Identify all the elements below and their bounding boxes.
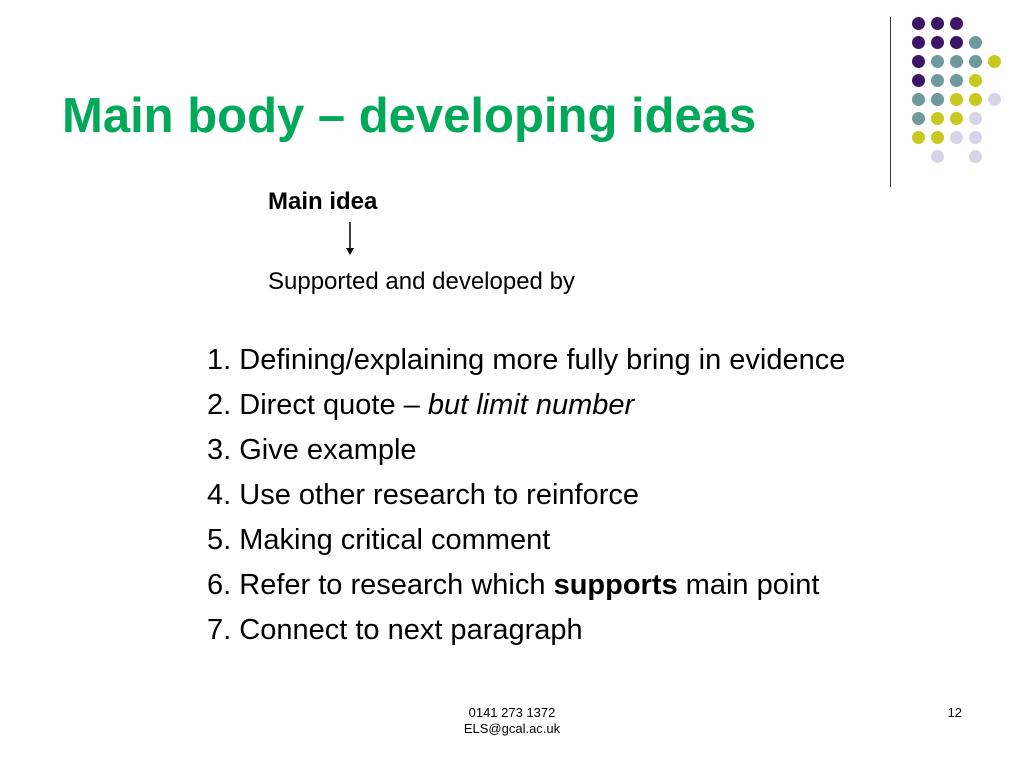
decorative-dot — [949, 111, 963, 125]
decorative-dot — [930, 130, 944, 144]
list-item: 6. Refer to research which supports main… — [207, 565, 845, 610]
list-number: 7. — [207, 614, 232, 646]
list-text: Refer to research which — [239, 569, 554, 601]
decorative-dot — [949, 54, 963, 68]
list-item: 3. Give example — [207, 430, 845, 475]
list-text: Direct quote – — [239, 389, 428, 421]
decorative-dot — [949, 130, 963, 144]
decorative-dot — [930, 92, 944, 106]
decorative-dot — [968, 92, 982, 106]
decorative-dot — [930, 35, 944, 49]
list-text: Making critical comment — [239, 524, 551, 556]
list-item: 7. Connect to next paragraph — [207, 610, 845, 655]
decorative-dot — [930, 111, 944, 125]
decorative-dot — [987, 92, 1001, 106]
decorative-dot — [968, 149, 982, 163]
list-number: 5. — [207, 524, 232, 556]
decorative-dot — [930, 73, 944, 87]
decorative-divider — [890, 17, 891, 187]
supported-by-label: Supported and developed by — [268, 268, 575, 295]
decorative-dot — [968, 73, 982, 87]
list-number: 1. — [207, 344, 232, 376]
decorative-dot — [968, 130, 982, 144]
decorative-dot — [911, 16, 925, 30]
decorative-dot — [930, 149, 944, 163]
list-text: Give example — [239, 434, 417, 466]
list-text-bold: supports — [553, 569, 678, 601]
list-number: 2. — [207, 389, 232, 421]
decorative-dot — [949, 92, 963, 106]
list-text-italic: but limit number — [427, 389, 635, 421]
decorative-dot — [911, 73, 925, 87]
list-item: 4. Use other research to reinforce — [207, 475, 845, 520]
list-number: 4. — [207, 479, 232, 511]
decorative-dot — [930, 54, 944, 68]
decorative-dot — [911, 35, 925, 49]
decorative-dot — [911, 54, 925, 68]
decorative-dot — [968, 35, 982, 49]
decorative-dot — [930, 16, 944, 30]
list-text: Use other research to reinforce — [239, 479, 639, 511]
list-text: Defining/explaining more fully bring in … — [239, 344, 846, 376]
list-number: 6. — [207, 569, 232, 601]
decorative-dot — [968, 111, 982, 125]
decorative-dot — [968, 54, 982, 68]
point-list: 1. Defining/explaining more fully bring … — [207, 340, 845, 655]
footer-phone: 0141 273 1372 — [468, 705, 556, 720]
decorative-dot — [949, 16, 963, 30]
decorative-dot — [987, 54, 1001, 68]
main-idea-label: Main idea — [268, 188, 378, 215]
list-number: 3. — [207, 434, 232, 466]
footer-contact: 0141 273 1372 ELS@gcal.ac.uk — [412, 705, 612, 737]
list-text-after: main point — [677, 569, 820, 601]
list-text: Connect to next paragraph — [239, 614, 583, 646]
list-item: 5. Making critical comment — [207, 520, 845, 565]
decorative-dot — [949, 35, 963, 49]
decorative-dot — [911, 111, 925, 125]
footer-email: ELS@gcal.ac.uk — [463, 721, 561, 736]
list-item: 1. Defining/explaining more fully bring … — [207, 340, 845, 385]
list-item: 2. Direct quote – but limit number — [207, 385, 845, 430]
decorative-dot — [911, 92, 925, 106]
decorative-dot — [911, 130, 925, 144]
slide-title: Main body – developing ideas — [62, 89, 757, 143]
decorative-dot — [949, 73, 963, 87]
page-number: 12 — [947, 705, 962, 720]
down-arrow-icon — [346, 222, 354, 255]
